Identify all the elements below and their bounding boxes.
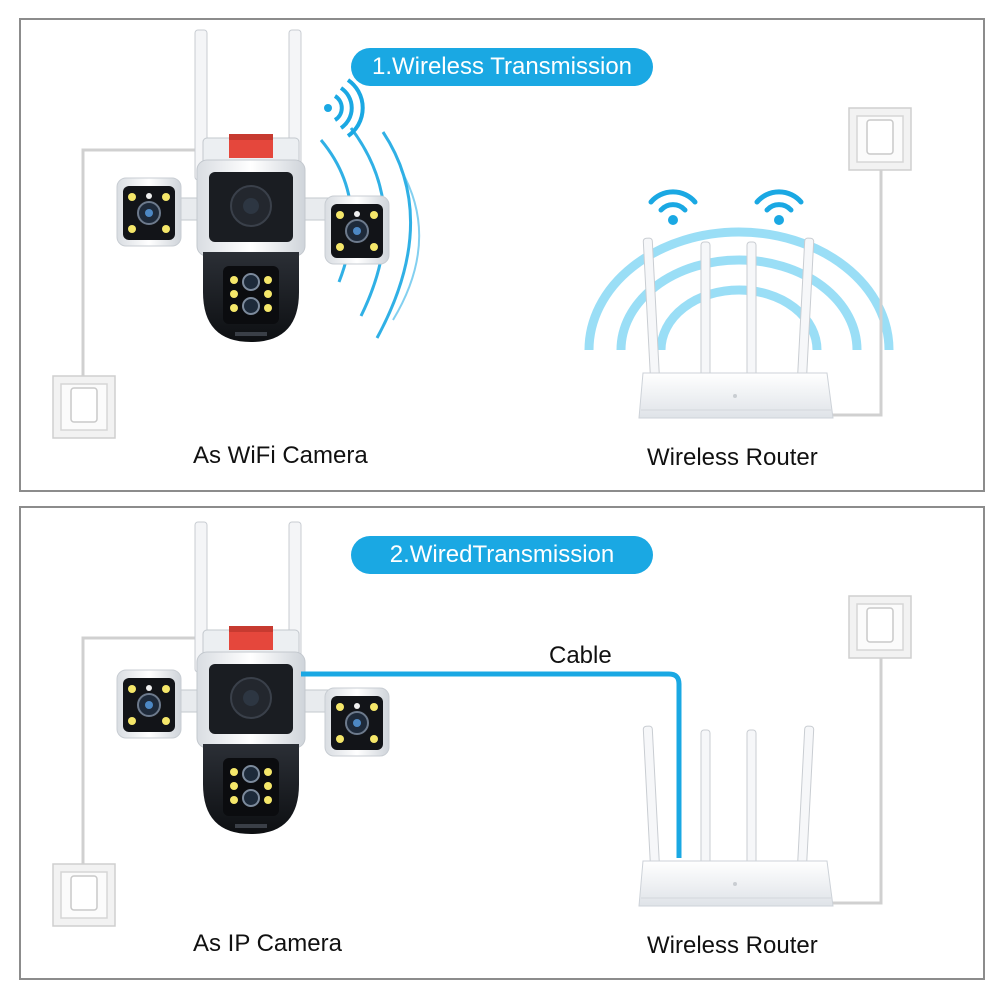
wifi-signal-icon — [757, 192, 801, 225]
wall-socket-icon — [848, 595, 912, 659]
wifi-signal-icon — [324, 78, 365, 138]
power-cable — [81, 148, 201, 378]
power-cable — [81, 636, 201, 866]
wifi-camera-icon — [117, 522, 389, 834]
router-signal-waves — [584, 227, 894, 351]
wall-socket-icon — [52, 375, 116, 439]
router-caption: Wireless Router — [647, 932, 818, 959]
wired-transmission-panel: 2.WiredTransmission Cable As IP Camera W… — [19, 506, 985, 980]
wifi-camera-icon — [117, 30, 389, 342]
wireless-router-icon — [638, 725, 834, 907]
wireless-transmission-panel: 1.Wireless Transmission As WiFi Camera W… — [19, 18, 985, 492]
wall-socket-icon — [52, 863, 116, 927]
router-caption: Wireless Router — [647, 444, 818, 471]
cable-label: Cable — [549, 642, 612, 669]
network-cable-icon — [301, 671, 682, 858]
section-title-pill: 1.Wireless Transmission — [351, 48, 653, 86]
router-power-cable — [827, 165, 883, 417]
router-power-cable — [827, 653, 883, 905]
camera-caption: As IP Camera — [193, 930, 342, 957]
wired-diagram — [52, 508, 912, 927]
section-title-pill: 2.WiredTransmission — [351, 536, 653, 574]
wireless-diagram — [52, 20, 912, 439]
camera-caption: As WiFi Camera — [193, 442, 368, 469]
wall-socket-icon — [848, 107, 912, 171]
wifi-signal-icon — [651, 192, 695, 225]
